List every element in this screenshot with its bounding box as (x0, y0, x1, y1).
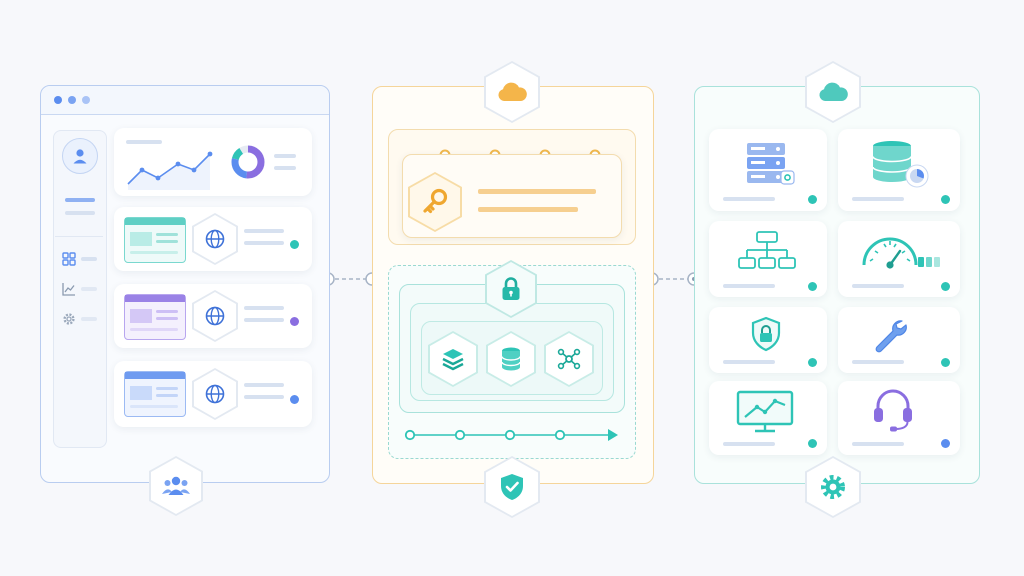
sidebar-divider (55, 236, 103, 237)
sidebar (53, 130, 107, 448)
globe-icon (205, 306, 225, 326)
status-dot (290, 240, 299, 249)
service-card-tools[interactable] (838, 307, 960, 373)
service-card-database[interactable] (838, 129, 960, 211)
cloud-icon (819, 82, 848, 101)
status-dot (941, 195, 950, 204)
donut-chart-graphic (231, 145, 265, 179)
shield-check-icon (501, 474, 523, 500)
card-text-bar (244, 241, 284, 245)
legend-bar (274, 166, 296, 170)
layers-icon (442, 349, 464, 371)
window-dot (68, 96, 76, 104)
speedometer-icon (862, 237, 940, 269)
network-icon (557, 348, 581, 370)
service-label-bar (723, 197, 775, 201)
card-text-bar (244, 229, 284, 233)
window-dot (54, 96, 62, 104)
globe-hexagon (192, 368, 238, 420)
card-text-bar (244, 383, 284, 387)
status-dot (290, 395, 299, 404)
gear-icon (821, 475, 845, 499)
service-card-performance[interactable] (838, 221, 960, 297)
status-dot (808, 195, 817, 204)
headset-icon (874, 389, 912, 432)
key-card-bar (478, 207, 578, 212)
window-dot (82, 96, 90, 104)
line-chart-icon[interactable] (62, 282, 76, 296)
service-label-bar (852, 197, 904, 201)
globe-icon (205, 229, 225, 249)
globe-hexagon (192, 290, 238, 342)
service-label-bar (852, 442, 904, 446)
card-text-bar (244, 318, 284, 322)
sidebar-name-bar (65, 211, 95, 215)
card-text-bar (244, 395, 284, 399)
webpage-thumbnail (124, 294, 186, 340)
status-dot (808, 358, 817, 367)
webpage-thumbnail (124, 371, 186, 417)
service-card-security[interactable] (709, 307, 827, 373)
service-label-bar (723, 284, 775, 288)
webpage-thumbnail (124, 217, 186, 263)
status-dot (941, 358, 950, 367)
card-title-bar (126, 140, 162, 144)
layers-hexagon[interactable] (428, 331, 478, 387)
key-hexagon (408, 172, 462, 232)
monitor-chart-icon (736, 390, 794, 433)
service-card-hierarchy[interactable] (709, 221, 827, 297)
status-dot (290, 317, 299, 326)
status-dot (808, 439, 817, 448)
database-icon (501, 347, 521, 371)
card-text-bar (244, 306, 284, 310)
key-card-bar (478, 189, 596, 194)
users-icon (162, 476, 190, 495)
analytics-card (114, 128, 312, 196)
key-icon (423, 188, 448, 214)
database-icon (872, 141, 929, 188)
user-icon (73, 149, 87, 164)
sidebar-item-bar (81, 287, 97, 291)
shield-lock-icon (751, 316, 781, 352)
sidebar-item-bar (81, 257, 97, 261)
service-label-bar (852, 360, 904, 364)
content-card-blue[interactable] (114, 361, 312, 427)
content-card-teal[interactable] (114, 207, 312, 271)
window-titlebar (41, 86, 329, 115)
sidebar-item-bar (81, 317, 97, 321)
service-label-bar (852, 284, 904, 288)
cloud-icon (498, 82, 527, 101)
avatar[interactable] (62, 138, 98, 174)
service-label-bar (723, 360, 775, 364)
hierarchy-icon (738, 231, 796, 269)
service-label-bar (723, 442, 775, 446)
status-dot (941, 282, 950, 291)
lock-icon (502, 277, 520, 300)
process-timeline (404, 429, 618, 441)
grid-icon[interactable] (62, 252, 76, 266)
globe-hexagon (192, 213, 238, 265)
gear-icon[interactable] (62, 312, 76, 326)
globe-icon (205, 384, 225, 404)
service-card-server[interactable] (709, 129, 827, 211)
users-hub-hexagon[interactable] (149, 456, 203, 516)
status-dot (808, 282, 817, 291)
line-chart-graphic (127, 151, 213, 190)
server-icon (747, 143, 795, 185)
legend-bar (274, 154, 296, 158)
status-dot (941, 439, 950, 448)
wrench-icon (875, 320, 907, 353)
service-card-monitoring[interactable] (709, 381, 827, 455)
sidebar-name-bar (65, 198, 95, 202)
service-card-support[interactable] (838, 381, 960, 455)
content-card-purple[interactable] (114, 284, 312, 348)
